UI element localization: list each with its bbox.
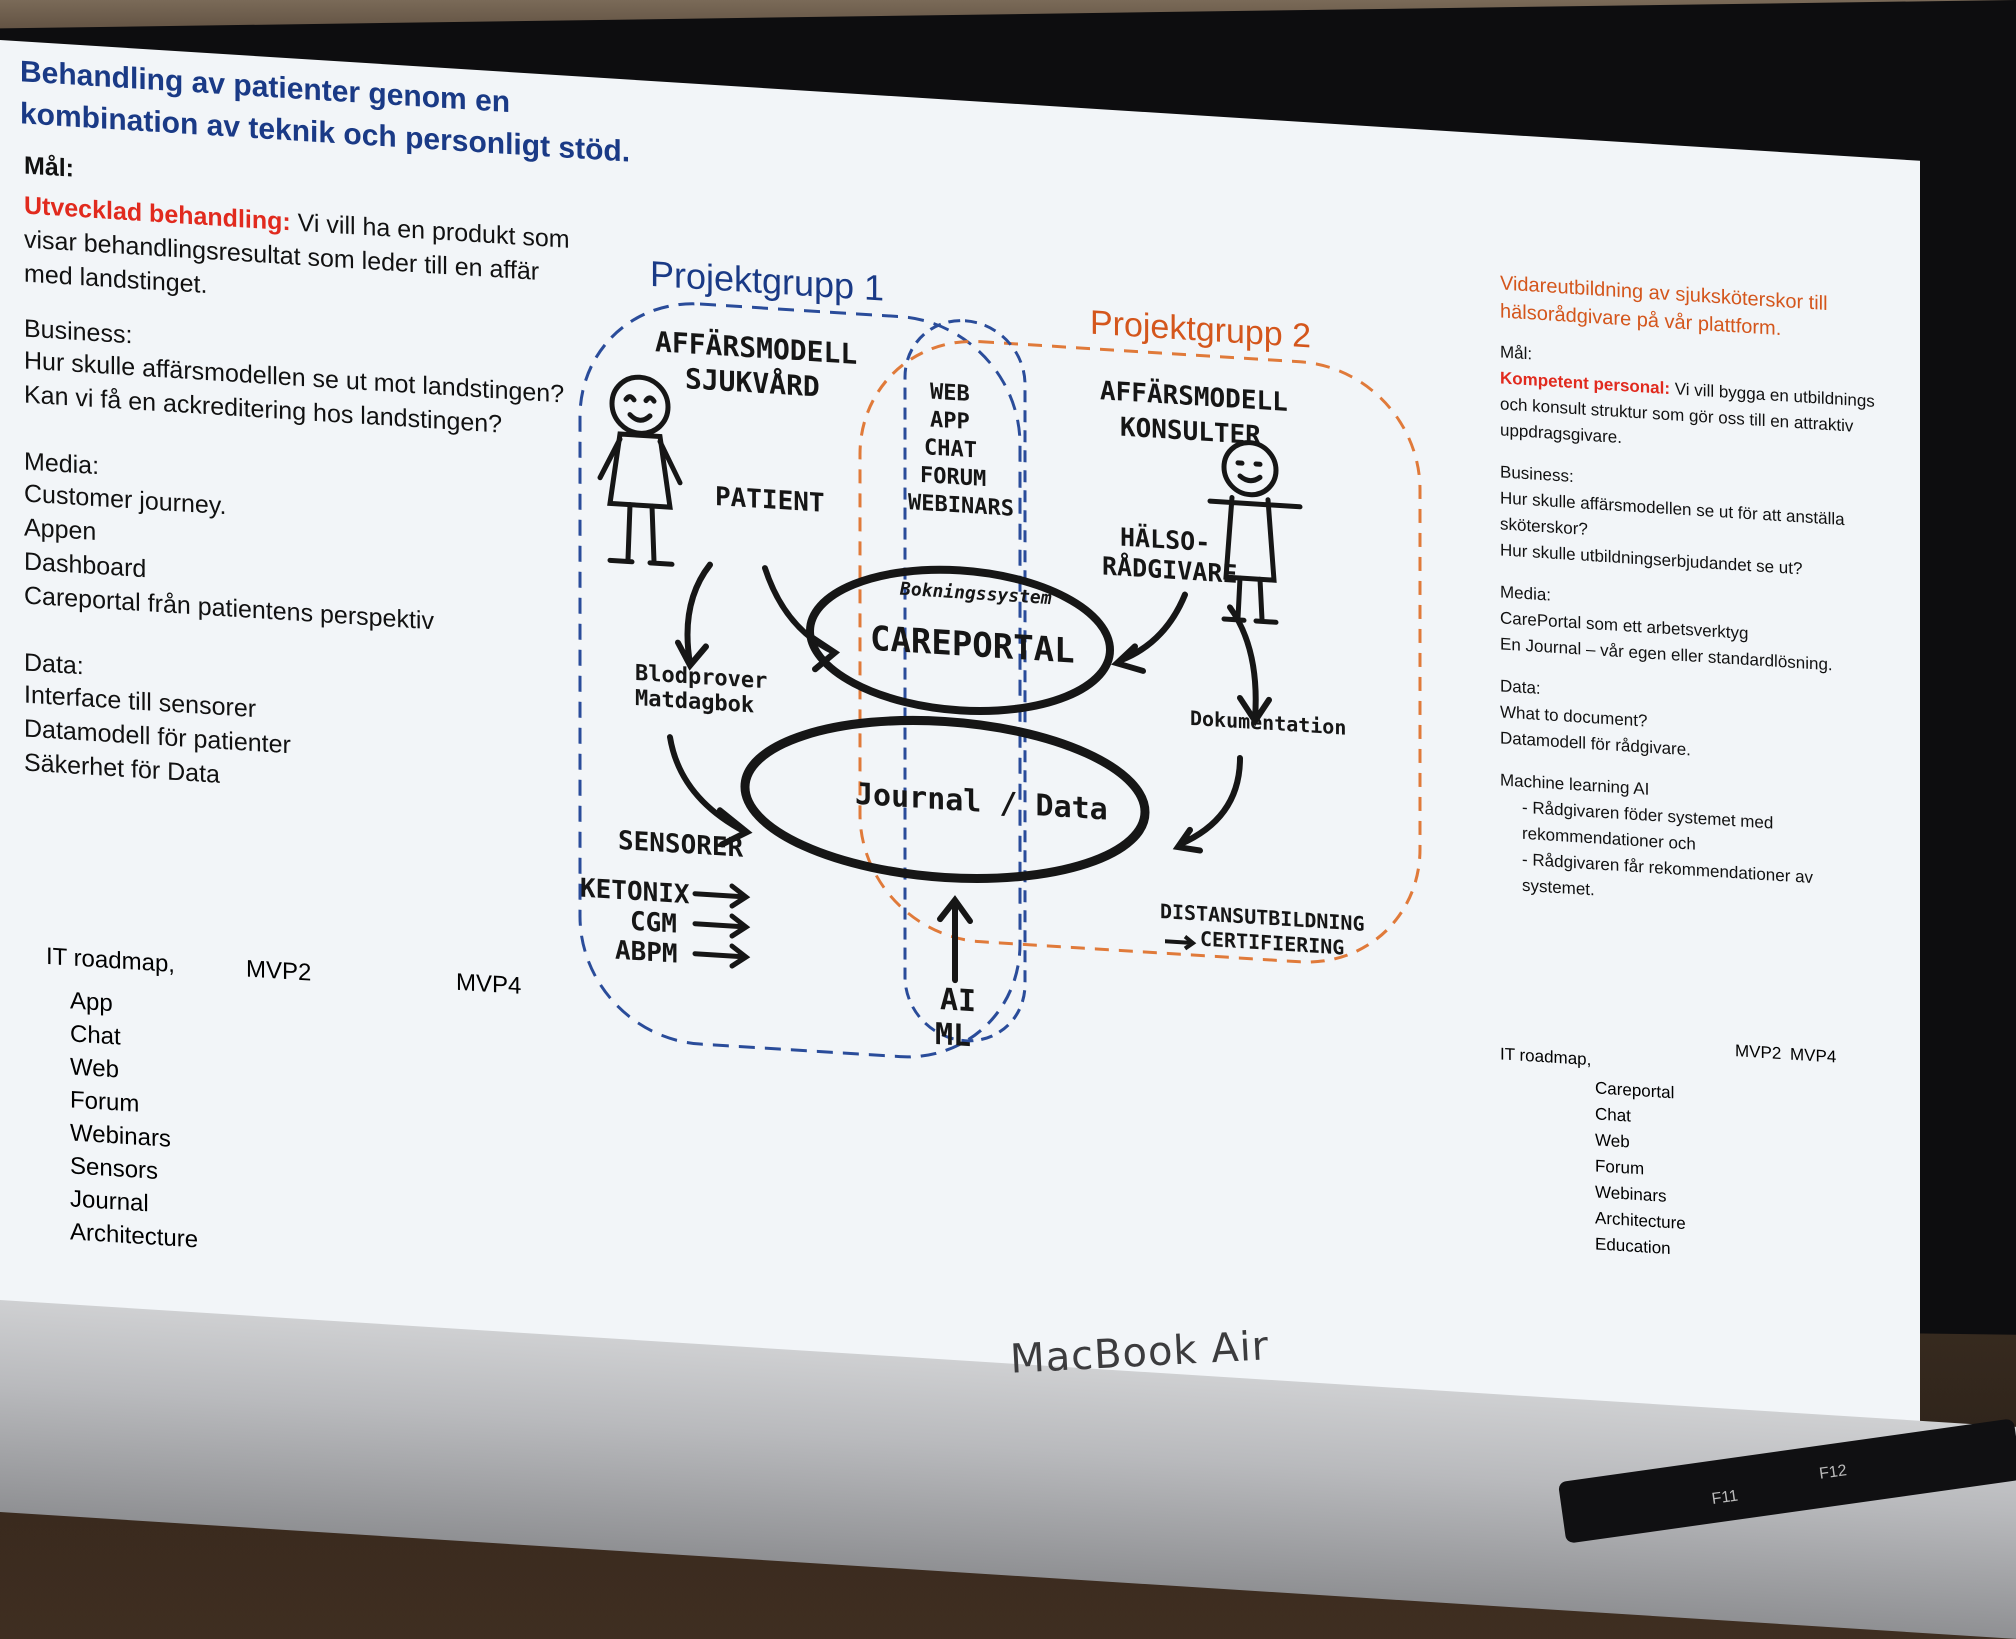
sensors-label: SENSORER (618, 826, 744, 864)
arrow-patient-careportal (762, 565, 841, 673)
channel-item: WEB (930, 380, 970, 407)
bullet-dash: - (1522, 849, 1533, 870)
left-roadmap-list: App Chat Web Forum Webinars Sensors Jour… (70, 984, 198, 1256)
group2-label: Projektgrupp 2 (1090, 304, 1311, 356)
right-roadmap-label: IT roadmap, (1500, 1044, 1592, 1070)
sensor-item: KETONIX (580, 874, 690, 911)
channel-item: FORUM (920, 463, 986, 492)
distance-arrow (1165, 935, 1197, 951)
roadmap-item: Architecture (70, 1218, 199, 1254)
sensor-arrows (692, 883, 751, 969)
arrow-advisor-documentation (1227, 604, 1272, 727)
bm-healthcare-line2: SJUKVÅRD (685, 361, 820, 403)
journal-oval (740, 715, 1150, 883)
roadmap-mvp4: MVP4 (456, 968, 522, 1000)
arrow-ai-journal (937, 895, 973, 984)
laptop-screen: Behandling av patienter genom en kombina… (0, 40, 1920, 1451)
arrow-blood-journal (667, 734, 753, 848)
journal-label: Journal / Data (855, 777, 1108, 828)
channels-outline (903, 319, 1027, 1043)
right-column: Vidareutbildning av sjuksköterskor till … (1500, 269, 1880, 921)
arrow-documentation-journal (1172, 755, 1243, 854)
patient-label: PATIENT (715, 482, 825, 519)
right-roadmap-header: IT roadmap, MVP2 MVP4 (1500, 1041, 1880, 1088)
ai-line1: AI (940, 982, 976, 1019)
group1-label: Projektgrupp 1 (650, 253, 884, 309)
sensor-item: CGM (630, 907, 677, 940)
channel-item: APP (930, 408, 970, 435)
right-roadmap-mvp2: MVP2 (1735, 1041, 1782, 1064)
right-roadmap-list: Careportal Chat Web Forum Webinars Archi… (1595, 1075, 1686, 1263)
project-diagram: Projektgrupp 1 Projektgrupp 2 AFFÄRSMODE… (578, 253, 1422, 1059)
roadmap-mvp2: MVP2 (246, 955, 312, 987)
advisor-line2: RÅDGIVARE (1102, 551, 1237, 588)
careportal-oval (806, 565, 1114, 716)
arrow-patient-blood (675, 561, 713, 671)
advisor-figure (1207, 440, 1303, 625)
left-column: Mål: Utvecklad behandling: Vi vill ha en… (24, 152, 584, 815)
channel-item: WEBINARS (908, 490, 1014, 522)
key-f11-label: F11 (1710, 1487, 1740, 1508)
right-heading: Vidareutbildning av sjuksköterskor till … (1500, 272, 1828, 341)
roadmap-label: IT roadmap, (46, 942, 175, 979)
right-roadmap-mvp4: MVP4 (1790, 1044, 1837, 1067)
patient-figure (597, 374, 683, 567)
flow-arrows (667, 561, 1272, 984)
channel-item: CHAT (924, 435, 977, 463)
bullet-dash: - (1522, 797, 1533, 818)
advisor-line1: HÄLSO- (1120, 522, 1210, 557)
sensor-item: ABPM (615, 936, 678, 970)
bm-consult-line1: AFFÄRSMODELL (1100, 374, 1288, 418)
careportal-label: CAREPORTAL (870, 619, 1075, 672)
key-f12-label: F12 (1818, 1462, 1848, 1483)
documentation-label: Dokumentation (1190, 706, 1346, 740)
ai-line2: ML (935, 1017, 971, 1054)
group1-outline (578, 302, 1022, 1059)
arrow-advisor-careportal (1111, 591, 1188, 674)
